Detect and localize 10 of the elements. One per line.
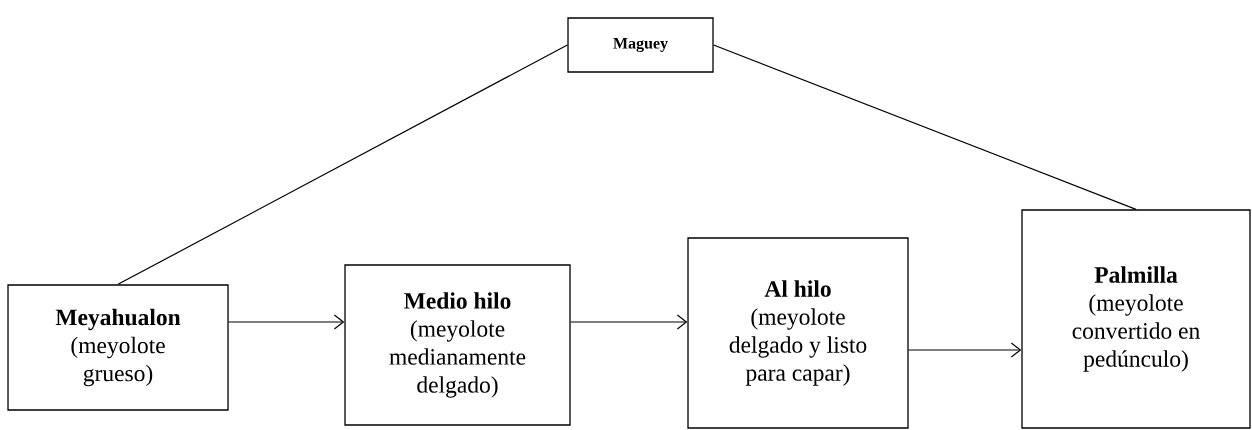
arrow	[228, 314, 345, 330]
stage-box: Al hilo (meyolote delgado y listo para capar)	[687, 237, 909, 429]
stage-box: Meyahualon (meyolote grueso)	[7, 284, 229, 411]
stage-box: Medio hilo (meyolote medianamente delgado)	[344, 264, 571, 426]
connector-line	[117, 44, 568, 285]
connector-line	[713, 44, 1137, 210]
heading-box: Maguey	[567, 17, 714, 73]
arrow	[570, 314, 688, 330]
arrow	[908, 342, 1022, 358]
stage-box: Palmilla (meyolote convertido en pedúnculo)	[1021, 209, 1251, 429]
